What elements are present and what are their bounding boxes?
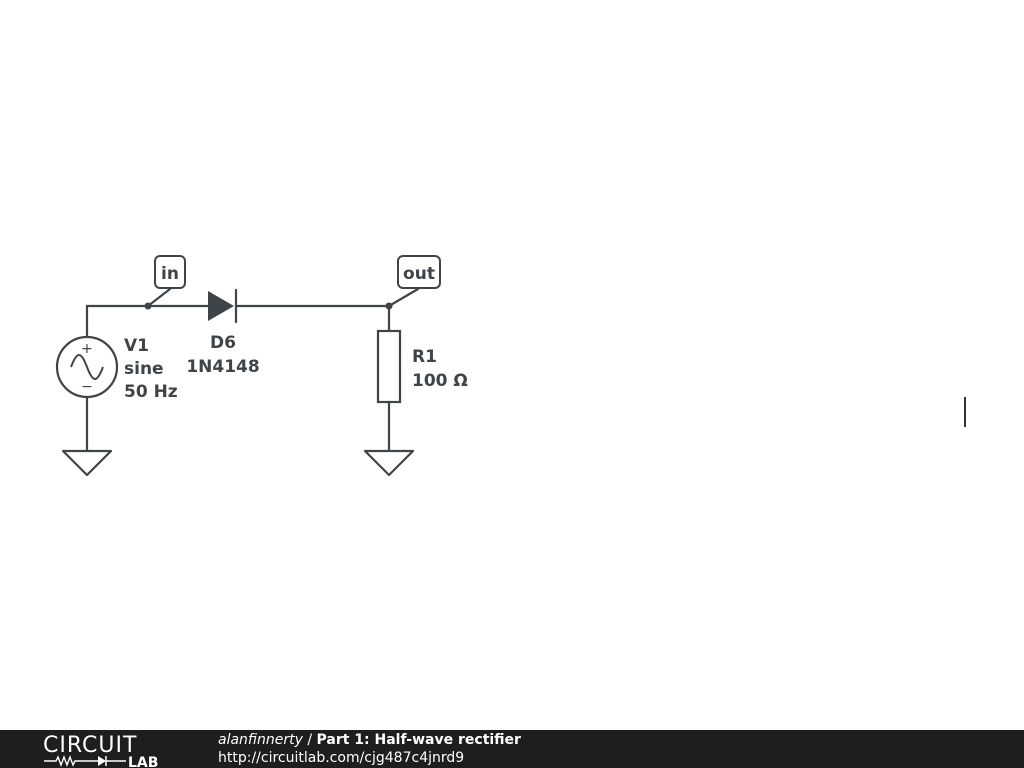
wire-top-left — [85, 304, 210, 340]
net-label-out[interactable]: out — [387, 255, 441, 308]
author-link[interactable]: alanfinnerty — [218, 732, 303, 748]
source-type-label: sine — [124, 359, 164, 379]
logo-text-lab: LAB — [128, 755, 158, 768]
circuit-title: Part 1: Half-wave rectifier — [316, 732, 521, 748]
net-label-out-box — [397, 255, 441, 289]
logo-resistor-icon — [44, 755, 98, 767]
net-label-in-text: in — [161, 264, 179, 284]
net-label-out-leader — [387, 287, 420, 308]
logo-diode-icon — [98, 756, 106, 766]
footer-separator: / — [307, 732, 313, 748]
sine-wave-icon — [70, 354, 104, 380]
net-label-in-box — [154, 255, 186, 289]
resistor-ref-label: R1 — [412, 347, 437, 367]
text-cursor — [964, 397, 966, 427]
net-label-out-text: out — [403, 264, 435, 284]
resistor-r1[interactable] — [376, 329, 402, 404]
source-ref-label: V1 — [124, 336, 149, 356]
diode-part-label: 1N4148 — [186, 357, 259, 377]
footer-title-line: alanfinnerty / Part 1: Half-wave rectifi… — [218, 731, 521, 749]
source-plus-sign: + — [81, 341, 93, 357]
net-label-in[interactable]: in — [146, 255, 186, 308]
resistor-value-label: 100 Ω — [412, 371, 468, 391]
source-minus-sign: − — [81, 379, 93, 395]
ground-icon-left[interactable] — [61, 449, 113, 477]
diode-ref-label: D6 — [210, 333, 236, 353]
circuit-url[interactable]: http://circuitlab.com/cjg487c4jnrd9 — [218, 750, 465, 766]
wire-top-right — [234, 304, 391, 333]
voltage-source-v1[interactable]: + − — [55, 335, 119, 399]
diode-d6[interactable] — [208, 288, 238, 324]
net-label-in-leader — [146, 287, 172, 308]
resistor-body — [376, 329, 402, 404]
source-freq-label: 50 Hz — [124, 382, 178, 402]
footer-text: alanfinnerty / Part 1: Half-wave rectifi… — [218, 731, 521, 767]
circuitlab-logo[interactable]: CIRCUIT LAB — [40, 732, 180, 768]
diode-triangle-icon — [208, 291, 234, 321]
schematic-canvas: in out D6 1N4148 + − V1 sine 50 Hz R1 10… — [55, 255, 468, 477]
footer-bar: CIRCUIT LAB alanfinnerty / Part 1: Half-… — [0, 730, 1024, 768]
logo-text-circuit: CIRCUIT — [43, 733, 137, 758]
ground-icon-right[interactable] — [363, 449, 415, 477]
